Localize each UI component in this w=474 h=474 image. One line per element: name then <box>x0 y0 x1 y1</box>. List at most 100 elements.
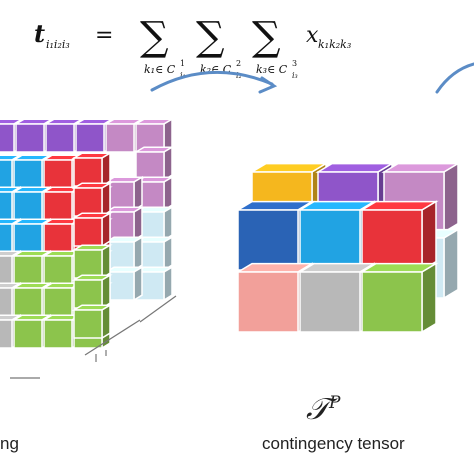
formula: t i₁i₂i₃ = ∑ k₁∈ C 1 i₁ ∑ k₂∈ C 2 i₂ ∑ k… <box>34 14 351 80</box>
cube-side-face <box>443 228 459 300</box>
cube-front-face <box>73 249 103 279</box>
cube-front-face <box>43 191 73 221</box>
cube-side-face <box>101 273 111 310</box>
cube-front-face <box>299 271 361 333</box>
cube-front-face <box>105 123 135 153</box>
small-cube-cyan <box>103 235 145 272</box>
sum1-index: k₁∈ C <box>144 63 176 76</box>
cube-front-face <box>361 271 423 333</box>
formula-rhs-subscript: k₁k₂k₃ <box>318 38 351 51</box>
cube-front-face <box>13 159 43 189</box>
arrows <box>150 62 474 94</box>
cube-green <box>359 262 439 334</box>
arrowhead-left-icon <box>258 76 278 94</box>
right-caption: contingency tensor <box>262 434 405 453</box>
cube-side-face <box>101 303 111 340</box>
cube-side-face <box>163 145 173 182</box>
cube-side-face <box>163 205 173 242</box>
sum3-sup: 3 <box>292 59 297 68</box>
cube-front-face <box>73 217 103 247</box>
contingency-tensor-cubes <box>235 162 461 334</box>
formula-lhs-subscript: i₁i₂i₃ <box>46 38 70 51</box>
cube-front-face <box>45 123 75 153</box>
cube-front-face <box>135 151 165 181</box>
curved-arrow-left-icon <box>150 70 274 92</box>
cube-front-face <box>43 287 73 317</box>
axis-segment <box>84 319 141 356</box>
sum2-sup: 2 <box>236 59 241 68</box>
cube-front-face <box>0 191 13 221</box>
cube-front-face <box>43 319 73 349</box>
cube-front-face <box>43 159 73 189</box>
small-cube-red <box>71 151 113 188</box>
small-cube <box>11 249 53 286</box>
cube-side-face <box>163 265 173 302</box>
cube-side-face <box>133 235 143 272</box>
cube-side-face <box>133 265 143 302</box>
cube-front-face <box>237 209 299 271</box>
cube-front-face <box>0 255 13 285</box>
cube-front-face <box>73 157 103 187</box>
tensor-symbol-sup: P <box>328 393 341 413</box>
cube-gray <box>297 262 377 334</box>
sum1-sup: 1 <box>180 59 185 68</box>
cube-front-face <box>75 123 105 153</box>
cube-front-face <box>73 279 103 309</box>
cube-side-face <box>421 262 437 334</box>
cube-side-face <box>163 175 173 212</box>
left-caption: ng <box>0 434 19 453</box>
small-cube-green <box>71 243 113 280</box>
cube-front-face <box>361 209 423 271</box>
cube-front-face <box>0 123 15 153</box>
cube-front-face <box>13 191 43 221</box>
cube-front-face <box>0 223 13 253</box>
small-cube-pink <box>103 175 145 212</box>
cube-front-face <box>0 159 13 189</box>
small-cube-green <box>71 273 113 310</box>
small-cube-pink <box>103 205 145 242</box>
sum-symbol-2: ∑ <box>196 14 225 60</box>
sum3-index: k₃∈ C <box>256 63 288 76</box>
cube-red <box>359 200 439 272</box>
formula-equals: = <box>95 23 113 48</box>
small-cube-green <box>71 303 113 340</box>
cube-front-face <box>13 287 43 317</box>
cube-side-face <box>101 243 111 280</box>
cube-front-face <box>0 319 13 349</box>
cube-front-face <box>15 123 45 153</box>
small-cube-pink <box>133 145 175 182</box>
sum-symbol-1: ∑ <box>140 14 169 60</box>
left-cube-stack <box>0 117 175 350</box>
cube-side-face <box>101 181 111 218</box>
axis-segment <box>139 295 177 323</box>
cube-front-face <box>73 187 103 217</box>
cube-side-face <box>101 211 111 248</box>
cube-front-face <box>299 209 361 271</box>
cube-front-face <box>43 255 73 285</box>
cube-side-face <box>163 235 173 272</box>
small-cube-cyan <box>103 265 145 302</box>
cube-side-face <box>133 205 143 242</box>
cube-front-face <box>13 319 43 349</box>
small-cube-red <box>71 181 113 218</box>
cube-front-face <box>13 255 43 285</box>
cube-front-face <box>0 287 13 317</box>
cube-front-face <box>13 223 43 253</box>
small-cube-red <box>71 211 113 248</box>
cube-front-face <box>43 223 73 253</box>
formula-rhs: x <box>306 23 319 48</box>
cube-side-face <box>101 151 111 188</box>
cube-side-face <box>443 162 459 234</box>
curved-arrow-right-icon <box>435 62 474 94</box>
cube-front-face <box>237 271 299 333</box>
cube-side-face <box>421 200 437 272</box>
sum-symbol-3: ∑ <box>252 14 281 60</box>
formula-lhs: t <box>34 19 45 48</box>
tensor-symbol: 𝒯P <box>306 392 340 427</box>
sum1-sub: i₁ <box>180 71 186 80</box>
sum3-sub: i₃ <box>292 71 298 80</box>
axis-lines <box>10 295 177 379</box>
cube-side-face <box>133 175 143 212</box>
cube-front-face <box>73 309 103 339</box>
